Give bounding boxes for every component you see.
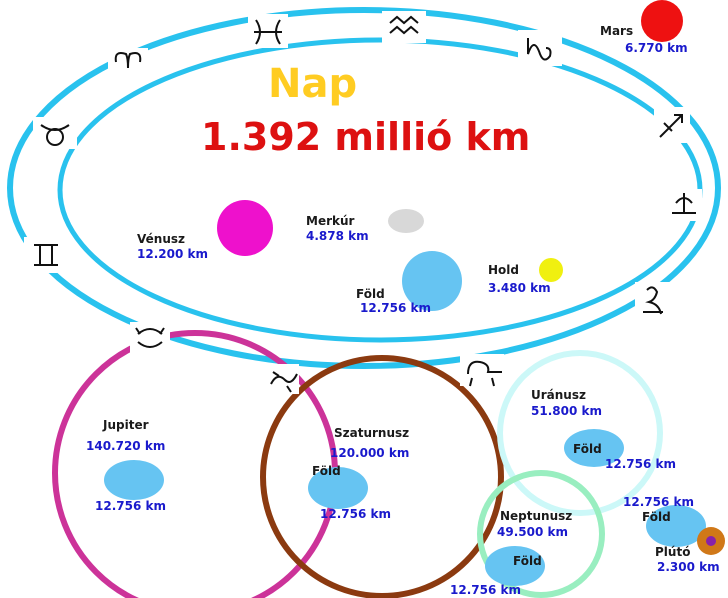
- neptune-name: Neptunusz: [500, 509, 573, 523]
- aquarius-icon: [382, 11, 426, 43]
- moon-disc: [539, 258, 563, 282]
- venus-name: Vénusz: [137, 232, 185, 246]
- saturn-ring: [260, 355, 504, 598]
- moon-diameter: 3.480 km: [488, 281, 551, 295]
- mercury-name: Merkúr: [306, 214, 355, 228]
- pluto-diameter: 2.300 km: [657, 560, 720, 574]
- pisces-icon: [248, 14, 288, 48]
- saturn-diameter: 120.000 km: [330, 446, 410, 460]
- sagittarius-icon: [654, 107, 690, 143]
- aries-icon: [108, 48, 148, 84]
- uranus-diameter: 51.800 km: [531, 404, 602, 418]
- uranus-name: Uránusz: [531, 388, 586, 402]
- libra-icon: [666, 189, 702, 221]
- mars-name: Mars: [600, 24, 634, 38]
- neptune-diameter: 49.500 km: [497, 525, 568, 539]
- capricorn-icon: [518, 30, 562, 66]
- cancer-icon: [130, 322, 170, 354]
- taurus-icon: [33, 117, 77, 149]
- neptune-ring: [477, 470, 605, 598]
- sun-diameter: 1.392 millió km: [201, 115, 531, 159]
- scorpio-icon: [265, 364, 299, 394]
- pluto-earth-diameter: 12.756 km: [623, 495, 694, 509]
- pluto-core: [706, 536, 716, 546]
- zodiac-figures: [24, 11, 702, 394]
- jupiter-earth-disc: [104, 460, 164, 500]
- uranus-ring: [497, 350, 663, 516]
- uranus-earth-disc: [564, 429, 624, 467]
- neptune-earth-diameter: 12.756 km: [450, 583, 521, 597]
- neptune-earth-name: Föld: [513, 554, 542, 568]
- uranus-earth-diameter: 12.756 km: [605, 457, 676, 471]
- pluto-earth-disc: [646, 505, 706, 547]
- mars-disc: [641, 0, 683, 42]
- earth-name: Föld: [356, 287, 385, 301]
- mars-diameter: 6.770 km: [625, 41, 688, 55]
- pluto-name: Plútó: [655, 545, 691, 559]
- gemini-icon: [24, 237, 68, 273]
- jupiter-earth-diameter: 12.756 km: [95, 499, 166, 513]
- leo-icon: [460, 354, 504, 387]
- earth-diameter: 12.756 km: [360, 301, 431, 315]
- earth-disc: [402, 251, 462, 311]
- mercury-diameter: 4.878 km: [306, 229, 369, 243]
- saturn-earth-name: Föld: [312, 464, 341, 478]
- pluto-earth-name: Föld: [642, 510, 671, 524]
- moon-name: Hold: [488, 263, 519, 277]
- saturn-name: Szaturnusz: [334, 426, 410, 440]
- uranus-earth-name: Föld: [573, 442, 602, 456]
- mercury-disc: [388, 209, 424, 233]
- venus-disc: [217, 200, 273, 256]
- virgo-icon: [635, 282, 671, 318]
- neptune-earth-disc: [485, 546, 545, 586]
- jupiter-diameter: 140.720 km: [86, 439, 166, 453]
- saturn-earth-diameter: 12.756 km: [320, 507, 391, 521]
- sun-title: Nap: [268, 61, 358, 107]
- saturn-earth-disc: [308, 467, 368, 509]
- jupiter-name: Jupiter: [103, 418, 149, 432]
- venus-diameter: 12.200 km: [137, 247, 208, 261]
- sun-outer-ring: [7, 7, 721, 369]
